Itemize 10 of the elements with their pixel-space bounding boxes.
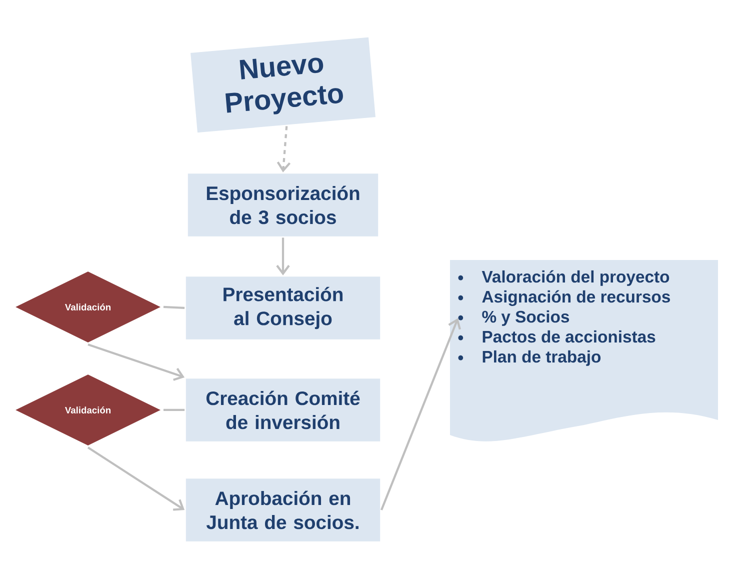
process-box: Creación Comité de inversión xyxy=(184,377,382,443)
arrow xyxy=(276,238,290,276)
arrow xyxy=(276,126,291,172)
arrow xyxy=(88,343,185,381)
process-box: Esponsorización de 3 socios xyxy=(186,172,380,238)
arrow xyxy=(87,446,185,511)
process-box: Aprobación en Junta de socios. xyxy=(184,477,382,543)
title-box: Nuevo Proyecto xyxy=(189,36,377,134)
process-box: Presentación al Consejo xyxy=(184,275,382,341)
arrow xyxy=(380,318,461,510)
